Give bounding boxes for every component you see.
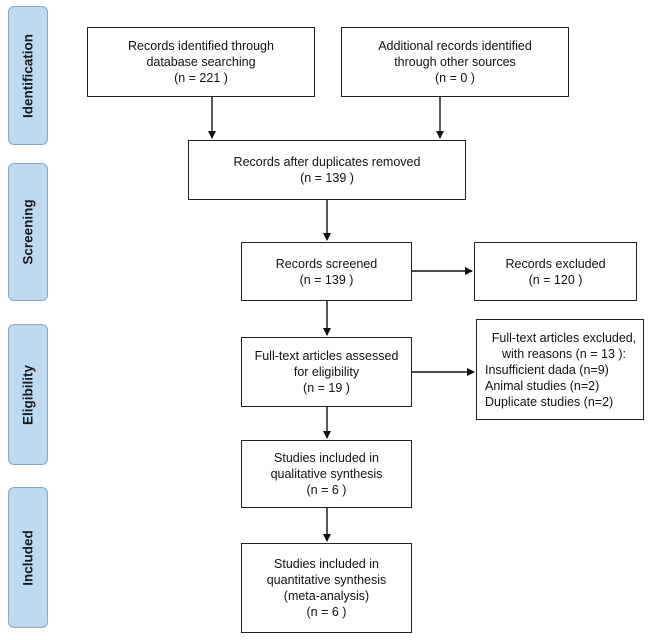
phase-identification: Identification bbox=[8, 6, 48, 145]
box-after-duplicates: Records after duplicates removed (n = 13… bbox=[188, 140, 466, 200]
box-line: (n = 19 ) bbox=[303, 381, 350, 395]
box-fulltext-excluded: Full-text articles excluded, with reason… bbox=[476, 319, 644, 420]
box-quantitative-synthesis: Studies included in quantitative synthes… bbox=[241, 543, 412, 633]
box-line: Full-text articles excluded, bbox=[491, 330, 637, 345]
phase-included: Included bbox=[8, 487, 48, 628]
box-line: Full-text articles assessed bbox=[254, 349, 399, 363]
phase-screening: Screening bbox=[8, 163, 48, 301]
box-line: (n = 139 ) bbox=[300, 171, 354, 185]
box-records-screened: Records screened (n = 139 ) bbox=[241, 242, 412, 301]
box-line: qualitative synthesis bbox=[270, 467, 383, 481]
box-line: quantitative synthesis bbox=[266, 573, 387, 587]
box-line: (meta-analysis) bbox=[283, 589, 370, 603]
box-qualitative-synthesis: Studies included in qualitative synthesi… bbox=[241, 440, 412, 508]
box-line: (n = 0 ) bbox=[435, 71, 475, 85]
phase-eligibility: Eligibility bbox=[8, 324, 48, 465]
box-line: Additional records identified bbox=[378, 39, 532, 53]
phase-eligibility-label: Eligibility bbox=[20, 364, 36, 425]
box-line: for eligibility bbox=[293, 365, 360, 379]
box-line: (n = 6 ) bbox=[306, 605, 347, 619]
box-line: (n = 120 ) bbox=[528, 272, 583, 287]
box-line: (n = 221 ) bbox=[174, 71, 228, 85]
box-database-records: Records identified through database sear… bbox=[87, 27, 315, 97]
box-line: through other sources bbox=[394, 55, 516, 69]
phase-screening-label: Screening bbox=[20, 199, 36, 265]
box-line: Records after duplicates removed bbox=[233, 155, 421, 169]
phase-included-label: Included bbox=[20, 529, 36, 586]
box-line: database searching bbox=[146, 55, 256, 69]
box-line: Records identified through bbox=[128, 39, 274, 53]
box-line: Records screened bbox=[275, 256, 378, 271]
box-records-excluded: Records excluded (n = 120 ) bbox=[474, 242, 637, 301]
box-line: Duplicate studies (n=2) bbox=[485, 394, 614, 409]
box-other-sources: Additional records identified through ot… bbox=[341, 27, 569, 97]
box-line: Records excluded bbox=[505, 256, 606, 271]
box-line: with reasons (n = 13 ): bbox=[501, 346, 627, 361]
box-line: Studies included in bbox=[274, 451, 379, 465]
box-line: Insufficient dada (n=9) bbox=[485, 362, 609, 377]
box-fulltext-assessed: Full-text articles assessed for eligibil… bbox=[241, 337, 412, 407]
box-line: (n = 139 ) bbox=[299, 272, 354, 287]
phase-identification-label: Identification bbox=[20, 33, 36, 118]
box-line: Studies included in bbox=[274, 557, 379, 571]
box-line: Animal studies (n=2) bbox=[485, 378, 600, 393]
box-line: (n = 6 ) bbox=[306, 483, 347, 497]
